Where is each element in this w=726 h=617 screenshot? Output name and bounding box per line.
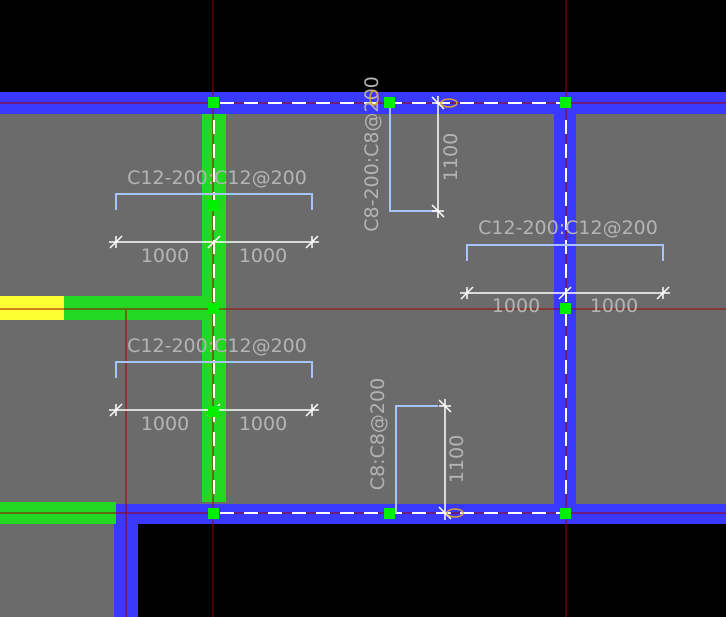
beam-bottom[interactable] — [0, 504, 726, 524]
node-marker[interactable] — [560, 303, 571, 314]
rebar-top-vertical[interactable] — [389, 103, 438, 212]
snap-marker-icon — [446, 508, 464, 518]
dimension-lines — [109, 96, 670, 520]
rebar-label-mid-left[interactable]: C12-200:C12@200 — [127, 335, 307, 357]
node-marker[interactable] — [208, 303, 219, 314]
dim-tick — [431, 96, 445, 110]
snap-marker-icon — [369, 90, 379, 106]
node-marker[interactable] — [208, 406, 219, 417]
rebar-label-bottom-vertical[interactable]: C8:C8@200 — [367, 378, 389, 490]
dim-text-right-b: 1000 — [590, 295, 638, 317]
node-marker[interactable] — [384, 508, 395, 519]
dim-tick — [109, 403, 123, 417]
node-marker[interactable] — [208, 97, 219, 108]
dim-tick — [431, 204, 445, 218]
node-marker[interactable] — [208, 200, 219, 211]
dim-tick — [305, 235, 319, 249]
slab-lower-left[interactable] — [0, 520, 116, 617]
dim-tick — [438, 399, 452, 413]
dim-text-top-left-a: 1000 — [141, 245, 189, 267]
dim-tick — [109, 235, 123, 249]
dim-text-top-vertical: 1100 — [440, 133, 462, 181]
rebar-label-top-left[interactable]: C12-200:C12@200 — [127, 167, 307, 189]
rebar-label-group: C12-200:C12@200 C12-200:C12@200 C12-200:… — [127, 76, 658, 490]
rebar-mid-left[interactable] — [115, 361, 313, 378]
rebar-bottom-vertical[interactable] — [395, 405, 438, 513]
snap-marker-icon — [440, 98, 458, 108]
dim-text-mid-left-a: 1000 — [141, 413, 189, 435]
beam-yellow[interactable] — [0, 296, 64, 320]
dimension-text-group: 1000 1000 1000 1000 1000 1000 1100 1100 — [141, 133, 638, 483]
dim-text-right-a: 1000 — [492, 295, 540, 317]
dim-tick — [558, 286, 572, 300]
dim-tick — [438, 506, 452, 520]
node-markers — [208, 97, 571, 519]
rebar-label-top-vertical[interactable]: C8-200:C8@200 — [361, 76, 383, 232]
node-marker[interactable] — [208, 508, 219, 519]
dim-tick — [460, 286, 474, 300]
node-marker[interactable] — [560, 508, 571, 519]
node-marker[interactable] — [560, 97, 571, 108]
node-marker[interactable] — [384, 97, 395, 108]
rebars — [115, 103, 664, 513]
dim-tick — [656, 286, 670, 300]
rebar-top-left[interactable] — [115, 193, 313, 210]
snap-markers — [369, 90, 464, 518]
rebar-label-right[interactable]: C12-200:C12@200 — [478, 217, 658, 239]
dim-text-bottom-vertical: 1100 — [446, 435, 468, 483]
dim-tick — [207, 235, 221, 249]
dim-tick — [305, 403, 319, 417]
dim-text-mid-left-b: 1000 — [239, 413, 287, 435]
dim-text-top-left-b: 1000 — [239, 245, 287, 267]
rebar-right[interactable] — [466, 244, 664, 261]
beam-green-horizontal[interactable] — [64, 296, 204, 320]
